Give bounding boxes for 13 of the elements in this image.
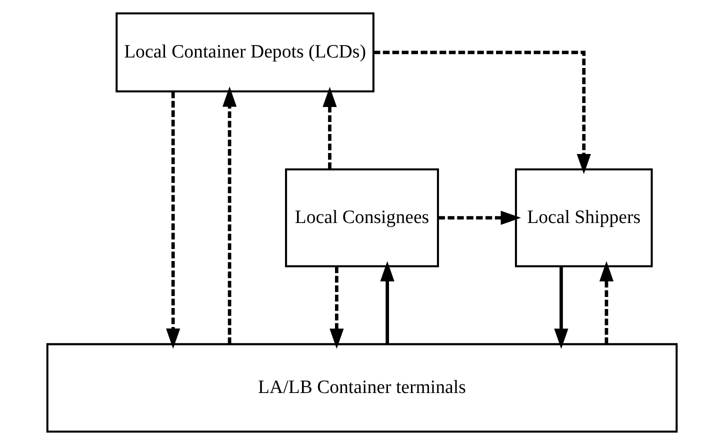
arrow [322, 86, 337, 170]
node-box: LA/LB Container terminals [46, 343, 678, 433]
arrow [554, 266, 568, 349]
node-box: Local Container Depots (LCDs) [116, 12, 374, 92]
arrow [599, 261, 614, 344]
arrow [380, 261, 394, 344]
node-box: Local Consignees [285, 168, 439, 268]
arrow [166, 92, 180, 349]
node-box: Local Shippers [514, 168, 653, 268]
arrow [374, 50, 591, 174]
arrow [330, 266, 344, 349]
arrow [438, 210, 521, 225]
arrow [222, 86, 237, 344]
